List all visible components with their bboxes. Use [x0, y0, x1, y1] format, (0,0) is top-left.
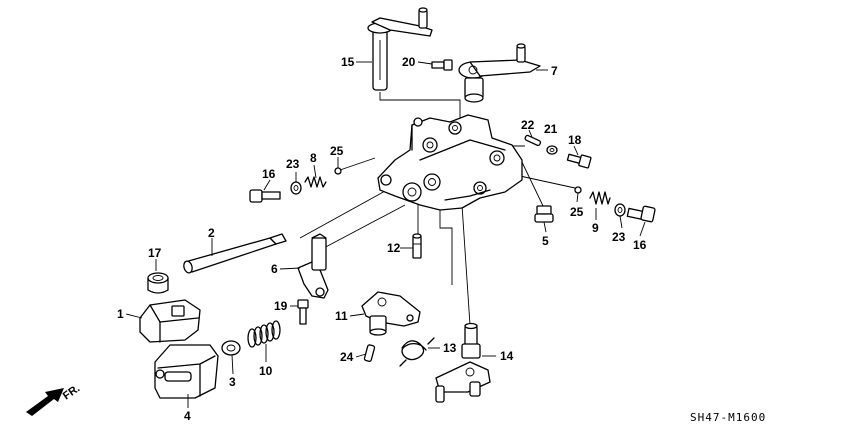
part-20-bolt	[431, 59, 453, 71]
callout-3: 3	[229, 375, 236, 389]
part-17-cap	[147, 272, 169, 294]
callout-25-right: 25	[570, 205, 584, 219]
callout-15: 15	[341, 55, 355, 69]
part-14-shift-arm	[435, 322, 491, 403]
callout-22: 22	[521, 118, 535, 132]
part-25-ball-right	[574, 186, 582, 194]
callout-7: 7	[551, 64, 558, 78]
part-9-spring	[589, 191, 611, 205]
callout-24: 24	[340, 350, 354, 364]
callout-9: 9	[592, 221, 599, 235]
part-23-washer-left	[290, 181, 302, 195]
callout-2: 2	[208, 226, 215, 240]
part-19-bolt	[297, 299, 309, 325]
part-7-lever	[458, 43, 541, 103]
callout-5: 5	[542, 234, 549, 248]
part-23-washer-right	[614, 203, 626, 217]
callout-16-right: 16	[633, 238, 647, 252]
callout-18: 18	[568, 133, 582, 147]
callout-25-left: 25	[330, 144, 344, 158]
part-16-bolt-left	[249, 189, 281, 203]
callout-11: 11	[335, 309, 348, 323]
front-direction-arrow: FR.	[26, 382, 82, 416]
front-direction-label: FR.	[61, 382, 82, 402]
part-18-bolt	[566, 153, 592, 169]
part-11-select-lever	[361, 291, 421, 336]
callout-1: 1	[117, 307, 124, 321]
callout-19: 19	[274, 299, 288, 313]
callout-10: 10	[259, 364, 273, 378]
diagram-code: SH47-M1600	[690, 411, 766, 424]
callout-8: 8	[310, 151, 317, 165]
part-25-ball-left	[334, 167, 342, 175]
part-24-spring-pin	[363, 344, 376, 362]
callout-12: 12	[387, 241, 401, 255]
part-13-return-spring	[399, 337, 435, 367]
part-15-select-shaft	[367, 7, 433, 91]
part-21-washer	[546, 145, 558, 155]
part-5-plug	[534, 205, 554, 223]
part-3-washer	[221, 340, 241, 356]
part-6-interlock	[297, 233, 329, 299]
part-22-pin	[524, 134, 542, 147]
callout-17: 17	[148, 246, 162, 260]
part-12-pin	[412, 233, 422, 259]
callout-13: 13	[443, 341, 457, 355]
callout-4: 4	[184, 409, 191, 423]
shift-housing	[377, 114, 523, 211]
part-8-spring	[304, 176, 327, 188]
part-16-bolt-right	[626, 205, 656, 223]
part-4-shift-holder	[154, 344, 219, 399]
callout-14: 14	[500, 349, 514, 363]
callout-21: 21	[544, 122, 558, 136]
part-1-shift-piece	[139, 299, 201, 355]
callout-6: 6	[271, 262, 278, 276]
callout-20: 20	[402, 55, 416, 69]
callout-leaders	[125, 61, 646, 408]
callout-labels: 15 7 20 22 21 18 23 8 25 16 25 9 23 16 5…	[117, 55, 647, 423]
callout-23-right: 23	[612, 230, 626, 244]
part-10-spring	[247, 320, 281, 348]
part-2-shift-rod	[183, 233, 287, 274]
callout-23-left: 23	[286, 157, 300, 171]
callout-16-left: 16	[262, 167, 276, 181]
